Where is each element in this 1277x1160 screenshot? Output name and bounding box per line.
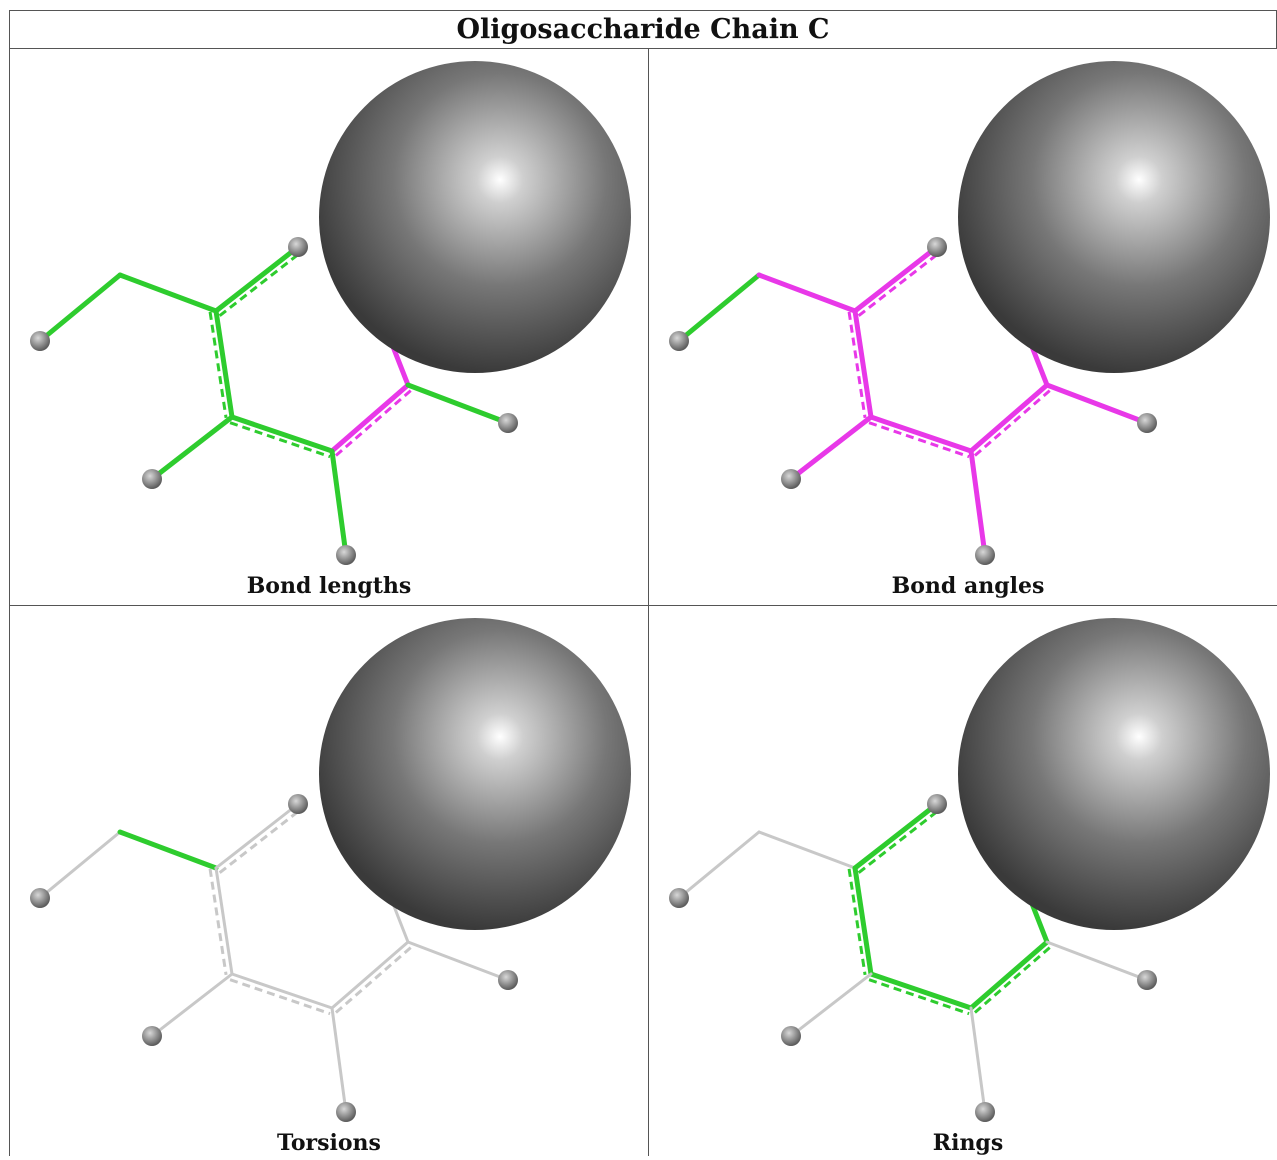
bond-c5c6 [117,829,219,871]
bond-c5c6 [756,272,858,314]
bond-c6o6 [676,272,762,344]
panel-bond-lengths: Bond lengths [10,49,648,603]
panel-caption: Rings [932,1130,1004,1156]
bond-r2 [847,308,874,420]
bond-c6o6 [38,830,122,900]
grid-row-divider [9,605,1277,606]
bond-c3o3 [149,414,235,482]
bond-r2 [208,308,235,420]
bond-c1o1 [406,940,510,982]
bond-c1o1 [1044,382,1150,426]
atom-sphere [1137,413,1157,433]
bond-c2o2 [969,1006,987,1114]
atom-sphere [288,237,308,257]
atom-sphere [975,1102,995,1122]
panel-torsions: Torsions [10,606,648,1160]
bond-r2 [847,865,874,977]
bond-c2o2 [330,1006,348,1114]
panel-caption: Torsions [277,1130,381,1156]
atom-sphere [669,888,689,908]
bond-r4 [329,382,413,457]
atom-sphere [30,331,50,351]
ion-sphere [319,61,631,373]
panel-rings: Rings [649,606,1277,1160]
bond-r1 [213,244,303,317]
bond-r4 [330,940,413,1014]
atom-sphere [336,545,356,565]
atom-sphere [288,794,308,814]
atom-sphere [1137,970,1157,990]
grid-title-divider [9,48,1277,49]
bond-r3 [229,972,334,1016]
bond-c1o1 [405,382,511,426]
bond-c5c6 [757,830,857,870]
atom-sphere [781,1026,801,1046]
atom-sphere [781,469,801,489]
bond-r1 [852,801,942,874]
atom-sphere [669,331,689,351]
atom-sphere [336,1102,356,1122]
atom-sphere [927,237,947,257]
grid-left-border [9,10,10,1156]
ion-sphere [958,61,1270,373]
atom-sphere [142,469,162,489]
atom-sphere [927,794,947,814]
bond-c3o3 [789,972,873,1038]
bond-r4 [968,382,1052,457]
atom-sphere [30,888,50,908]
panel-bond-angles: Bond angles [649,49,1277,603]
bond-r3 [229,414,335,459]
bond-c2o2 [968,448,988,558]
bond-c3o3 [150,972,234,1038]
bond-r3 [868,414,974,459]
bond-r1 [214,802,303,874]
atom-sphere [142,1026,162,1046]
bond-c3o3 [788,414,874,482]
molecule-view-rings [669,618,1270,1122]
grid-column-divider [648,48,649,1156]
molecule-view-torsions [30,618,631,1122]
atom-sphere [498,413,518,433]
bond-r4 [968,939,1052,1014]
grid-top-border [9,10,1277,11]
bond-r1 [852,244,942,317]
bond-c6o6 [37,272,123,344]
panel-caption: Bond lengths [246,573,412,599]
bond-c5c6 [117,272,219,314]
atom-sphere [975,545,995,565]
ion-sphere [319,618,631,930]
bond-c1o1 [1045,940,1149,982]
molecule-view-bond-lengths [30,61,631,565]
validation-grid: Oligosaccharide Chain C Bond lengths Bon… [9,10,1277,1156]
bond-r3 [868,971,974,1016]
bond-r2 [208,866,234,976]
ion-sphere [958,618,1270,930]
atom-sphere [498,970,518,990]
panel-caption: Bond angles [891,573,1045,599]
molecule-view-bond-angles [669,61,1270,565]
page-title: Oligosaccharide Chain C [456,13,830,45]
bond-c6o6 [677,830,761,900]
bond-c2o2 [329,448,349,558]
